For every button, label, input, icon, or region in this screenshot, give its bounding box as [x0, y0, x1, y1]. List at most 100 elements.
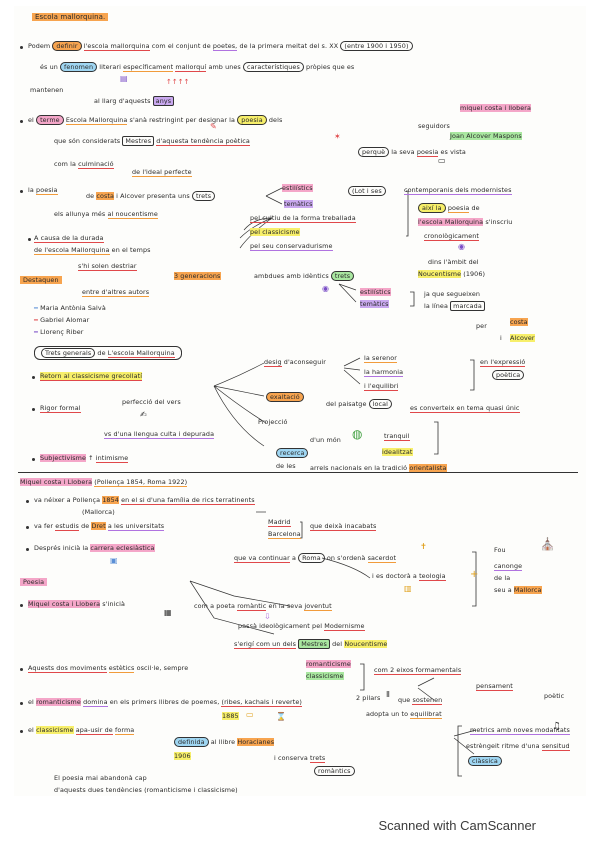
text: pensament [476, 682, 513, 691]
bullet [20, 702, 23, 705]
text: a les universitats [107, 522, 165, 531]
text-poesia: poesia [237, 115, 267, 125]
text-exaltacio: exaltació [266, 392, 304, 402]
line-15b: la línea marcada [424, 301, 485, 311]
book-icon: ▭ [438, 156, 446, 165]
text: Barcelona [268, 530, 301, 539]
brace-4 [470, 359, 475, 391]
text: tranquil [384, 432, 410, 441]
line-26: Subjectivisme ↑ intimisme [40, 454, 129, 463]
text: el [28, 726, 34, 734]
text: romàntic [237, 602, 267, 611]
text: va néixer a Pollença [34, 496, 101, 504]
text: pel cultiu de la forma treballada [250, 214, 356, 223]
text: carrera eclesiàstica [90, 544, 155, 552]
text: de la primera meitat del s. XX [239, 42, 339, 50]
line-6b: de l'ideal perfecte [132, 168, 192, 177]
text-marcada: marcada [450, 301, 485, 311]
text-lot: (Lot i ses [348, 186, 386, 196]
text: que [398, 696, 411, 704]
text: sacerdot [367, 554, 397, 563]
brace-2 [300, 521, 303, 539]
text-per: per [476, 322, 487, 330]
text: joventut [304, 602, 332, 611]
text-tema-unic: es converteix en tema quasi únic [410, 404, 520, 413]
name-costa: miquel costa i llobera [460, 104, 532, 112]
text: domina [83, 698, 108, 707]
text: que deixà inacabats [310, 522, 377, 531]
text-trets: trets [330, 271, 355, 281]
text: contemporanis dels modernistes [404, 186, 512, 195]
text: estètics [108, 664, 135, 673]
text: literari [99, 63, 121, 71]
line-10: A causa de la durada [34, 234, 104, 243]
text: Maria Antònia Salvà [40, 304, 106, 312]
line-12b: Noucentisme (1906) [418, 270, 485, 278]
line-22: Rigor formal [40, 404, 81, 413]
text: arrels nacionals en la tradició [310, 464, 408, 473]
text-canonge: canonge [494, 562, 523, 571]
text: i es doctorà [372, 572, 411, 580]
text: intimisme [95, 454, 129, 463]
text-destriar: s'hi solen destriar [78, 262, 137, 271]
text-aixi: així la [418, 203, 446, 213]
line-7: la poesia [28, 186, 58, 195]
text-caracteristiques: característiques [242, 62, 304, 72]
cathedral-icon: ⛪ [540, 537, 555, 551]
music-icon: ♫ [552, 721, 561, 732]
text: la harmonia [364, 368, 404, 377]
text-classicisme: classicisme [306, 672, 344, 680]
arrow-equilibrat [417, 687, 435, 701]
text-cronologicament: cronològicament [424, 232, 480, 241]
text-equilibri: i l'equilibri [364, 382, 399, 391]
text-alcover: Alcover [510, 334, 535, 342]
footer-text: Scanned with CamScanner [378, 818, 536, 833]
brace-5 [410, 291, 415, 307]
hourglass-icon: ⌛ [276, 712, 286, 721]
line-46: d'aquests dues tendències (romanticisme … [54, 786, 238, 794]
text-classicisme: pel classicisme [250, 228, 300, 236]
text-roma: Roma [298, 553, 325, 563]
text: com 2 eixos formamentals [374, 666, 462, 675]
section-divider [18, 472, 578, 473]
line-43b: definida al llibre Horacianes [174, 737, 275, 747]
text-fenomen: fenomen [60, 62, 98, 72]
text: trets [310, 754, 326, 763]
text: Escola Mallorquina [65, 116, 128, 125]
text: en el si d'una família de rics terratine… [121, 496, 255, 505]
text-forma: pel cultiu de la forma treballada [250, 214, 356, 223]
brace-8 [457, 725, 462, 777]
arrows-up-icon: ↑↑↑↑ [166, 78, 190, 86]
text: el [28, 698, 34, 706]
arrow-projeccio [213, 385, 267, 424]
text: Llorenç Riber [40, 328, 84, 336]
arrow-desig [213, 362, 265, 387]
cross-icon: ✝ [420, 542, 427, 551]
text: de [81, 522, 90, 530]
bullet [20, 120, 23, 123]
line-36: Miquel costa i Llobera s'inicià [28, 600, 125, 608]
text-costa: costa [96, 192, 115, 200]
text: el [28, 116, 34, 124]
text: l'escola mallorquina [83, 42, 150, 51]
text: Gabriel Alomar [40, 316, 90, 324]
line-44: i conserva trets [274, 754, 326, 763]
text-classica: clàssica [468, 756, 502, 766]
book-icon: ▥ [404, 584, 412, 593]
text: la línea [424, 302, 448, 310]
bullet [32, 376, 35, 379]
text-i: i [500, 334, 502, 342]
line-38: s'erigí com un dels Mestres del Noucenti… [234, 639, 388, 649]
text: equilibrat [410, 710, 442, 719]
arrow-erigi [189, 580, 275, 635]
text-idealitzat: idealitzat [382, 448, 413, 456]
text: es vista [440, 148, 466, 156]
text: Aquests dos moviments [28, 664, 107, 673]
text-inacabats: que deixà inacabats [310, 522, 377, 531]
text: Noucentisme [418, 270, 462, 278]
author-alomar: ━ Gabriel Alomar [34, 316, 90, 324]
text-contemporanis: contemporanis dels modernistes [404, 186, 512, 195]
text-expressio: en l'expressió [480, 358, 526, 367]
text: L'escola Mallorquina [107, 349, 175, 358]
bullet [20, 668, 23, 671]
